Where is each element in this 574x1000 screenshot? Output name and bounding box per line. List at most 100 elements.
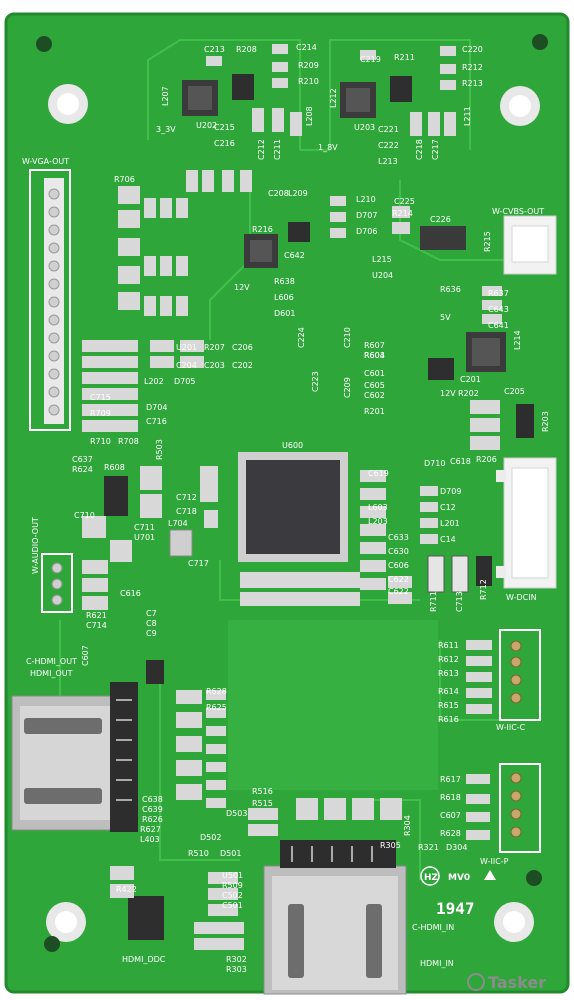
label-c205: R604 [364, 351, 385, 360]
hz-circle [420, 866, 440, 886]
label-r206: C605 [364, 381, 385, 390]
label-c622: C633 [388, 533, 409, 542]
label-dcin: W-DCIN [506, 593, 537, 602]
label-r208: R208 [236, 45, 257, 54]
label-hdmi-out-c: C-HDMI_OUT [26, 657, 77, 666]
copper-pour-center [228, 620, 438, 790]
label-c711: R624 [72, 465, 93, 474]
label-d709: C714 [86, 621, 107, 630]
label-l216: D601 [274, 309, 295, 318]
label-u204: C642 [284, 251, 305, 260]
label-r304: D503 [226, 809, 247, 818]
label-r209: R209 [298, 61, 319, 70]
label-l207: L207 [161, 86, 170, 106]
label-hdmi-in-c: C-HDMI_IN [412, 923, 454, 932]
label-r211: R211 [394, 53, 415, 62]
label-l205: R636 [440, 285, 461, 294]
label-l203: C618 [450, 457, 471, 466]
label-l202: R203 [541, 411, 550, 432]
label-c213: C213 [204, 45, 225, 54]
label-r516: R628 [206, 687, 227, 696]
dcin-connector [496, 457, 557, 589]
label-u202: U202 [196, 121, 217, 130]
label-c9: C12 [440, 503, 456, 512]
vga-header [29, 169, 71, 431]
label-iic-p: W-IIC-P [480, 857, 509, 866]
label-r810: C716 [146, 417, 167, 426]
silkscreen-labels: W-VGA-OUT W-AUDIO-OUT W-CVBS-OUT W-DCIN … [22, 43, 550, 974]
label-r314: C607 [81, 645, 90, 666]
label-c606: L203 [368, 517, 388, 526]
label-l201: R712 [479, 579, 488, 600]
watermark: Tasker [467, 973, 546, 992]
label-r624: C606 [388, 561, 409, 570]
label-r302: R516 [252, 787, 273, 796]
label-r503: C622 [388, 587, 409, 596]
label-r626: R615 [438, 701, 459, 710]
label-r710: C202 [232, 361, 253, 370]
label-r210: R210 [298, 77, 319, 86]
label-l704: R503 [155, 439, 164, 460]
label-l212: L212 [329, 88, 338, 108]
passive-components [82, 44, 502, 950]
label-r321: D501 [220, 849, 241, 858]
triangle-mark-icon [484, 870, 496, 880]
label-c222: C222 [378, 141, 399, 150]
label-c716: C203 [204, 361, 225, 370]
label-d302: R321 [418, 843, 439, 852]
label-r515: R625 [206, 703, 227, 712]
label-c10: L201 [440, 519, 460, 528]
label-r301: R304 [403, 815, 412, 836]
label-c219: C219 [360, 55, 381, 64]
label-r207: R201 [364, 407, 385, 416]
label-r201: R603 [364, 351, 385, 360]
label-c710: C637 [72, 455, 93, 464]
label-r609: C210 [343, 327, 352, 348]
label-r704: R708 [118, 437, 139, 446]
label-r421: C607 [440, 811, 461, 820]
label-cvbs-out: W-CVBS-OUT [492, 207, 544, 216]
label-c321: U501 [222, 871, 243, 880]
small-ics [104, 74, 454, 940]
label-batch: 1947 [436, 899, 475, 918]
label-c12: C713 [455, 591, 464, 612]
label-r638: R214 [392, 209, 413, 218]
label-r706: R706 [114, 175, 135, 184]
label-c218: C218 [415, 139, 424, 160]
label-r212: R212 [462, 63, 483, 72]
label-c715: R207 [204, 343, 225, 352]
label-l213: L213 [378, 157, 398, 166]
label-r203: C602 [364, 391, 385, 400]
label-r602: C224 [297, 327, 306, 348]
label-c717: U701 [134, 533, 155, 542]
iic-c-header [499, 629, 541, 721]
label-r213: R213 [462, 79, 483, 88]
label-c633: C619 [368, 469, 389, 478]
watermark-logo-icon [467, 973, 485, 991]
label-r625: R612 [438, 655, 459, 664]
audio-header [41, 553, 73, 613]
label-c202: R206 [476, 455, 497, 464]
label-u201: C201 [460, 375, 481, 384]
label-rail-33v: 3_3V [156, 125, 176, 134]
label-c642: C225 [394, 197, 415, 206]
power-inductors [182, 80, 506, 372]
label-rail-18v: 1_8V [318, 143, 338, 152]
label-c215: C215 [214, 123, 235, 132]
label-d703: C715 [90, 393, 111, 402]
label-c211: C211 [273, 139, 282, 160]
label-c220: C220 [462, 45, 483, 54]
label-l215: R216 [252, 225, 273, 234]
label-r214: L209 [288, 189, 308, 198]
label-r707: R710 [90, 437, 111, 446]
hdmi-out-connector [11, 682, 138, 832]
label-c14: R711 [429, 591, 438, 612]
main-ic-u600 [238, 452, 348, 562]
label-u203: U203 [354, 123, 375, 132]
label-r303: R515 [252, 799, 273, 808]
label-r215: D707 [356, 211, 377, 220]
cvbs-connector [503, 215, 557, 275]
label-c209: C643 [488, 305, 509, 314]
label-c718: C711 [134, 523, 155, 532]
label-c216: C216 [214, 139, 235, 148]
